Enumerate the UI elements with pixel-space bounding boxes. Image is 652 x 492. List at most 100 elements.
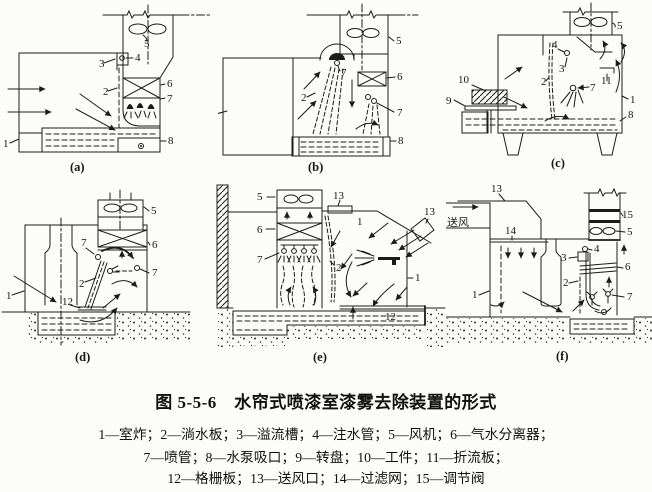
part-leaders xyxy=(218,36,397,142)
soil-stipple xyxy=(287,326,425,339)
legend-line-3: 12—格栅板；13—送风口；14—过滤网；15—调节阀 xyxy=(167,471,485,486)
legend-line-1: 1—室炸；2—淌水板；3—溢流槽；4—注水管；5—风机；6—气水分离器； xyxy=(98,427,554,442)
spray-nozzle xyxy=(560,84,584,108)
airflow-arrows xyxy=(503,40,628,122)
booth-body xyxy=(18,52,161,153)
exhaust-stack xyxy=(562,2,619,51)
spray-nozzles xyxy=(95,254,140,274)
exhaust-stack xyxy=(583,187,627,241)
filter-outflow-arrows xyxy=(500,245,538,314)
water-pit xyxy=(25,311,190,344)
floor-and-pit xyxy=(216,305,446,347)
airflow-arrows xyxy=(285,222,429,320)
part-label-3: 3 xyxy=(99,58,105,70)
panel-letter-b: (b) xyxy=(308,160,323,174)
booth-legs xyxy=(502,132,618,156)
water-chute xyxy=(77,260,108,311)
soil-stipple xyxy=(115,313,190,341)
part-label-1: 1 xyxy=(3,138,9,150)
part-label-2: 2 xyxy=(541,76,547,88)
booth-body xyxy=(24,219,148,313)
air-water-separator xyxy=(97,229,148,259)
diagram-panel-e: 1 1 2 5 6 7 12 13 13 (e) xyxy=(216,184,446,364)
airflow-arrows xyxy=(7,85,116,131)
spray-nozzles xyxy=(277,244,321,308)
part-label-7: 7 xyxy=(167,93,173,105)
fan-icon xyxy=(346,28,380,38)
turntable xyxy=(461,105,517,134)
part-label-5: 5 xyxy=(144,38,150,50)
part-label-1: 1 xyxy=(357,216,363,228)
diagram-panel-b: 1 2 5 6 7 7 8 (b) xyxy=(218,3,419,174)
fan-unit xyxy=(276,189,323,309)
part-label-7b: 7 xyxy=(397,107,403,119)
part-label-4: 4 xyxy=(135,52,141,64)
panel-letter-d: (d) xyxy=(75,350,90,364)
deflector xyxy=(576,36,613,53)
part-label-5: 5 xyxy=(396,35,402,47)
part-label-8: 8 xyxy=(168,135,174,147)
figure-caption: 图 5-5-6 水帘式喷漆室漆雾去除装置的形式 xyxy=(155,393,497,412)
booth-body xyxy=(222,57,294,156)
part-label-15: 15 xyxy=(622,209,634,221)
water-basin xyxy=(446,316,652,344)
soil-stipple xyxy=(446,318,568,344)
part-label-10: 10 xyxy=(458,74,470,86)
air-water-separator xyxy=(122,77,161,99)
overflow-trough xyxy=(116,52,129,71)
spray-nozzle xyxy=(365,94,377,104)
baffle-plate xyxy=(599,67,615,74)
water-curtain-board xyxy=(324,215,336,303)
part-label-6: 6 xyxy=(397,71,403,83)
soil-stipple xyxy=(427,309,445,347)
part-leaders xyxy=(453,22,629,122)
soil-stipple xyxy=(38,335,115,344)
part-leaders xyxy=(11,206,151,309)
part-label-7: 7 xyxy=(81,237,87,249)
part-label-12: 12 xyxy=(385,311,396,323)
part-label-6: 6 xyxy=(152,239,158,251)
part-label-5: 5 xyxy=(617,20,623,32)
roof-slope xyxy=(321,210,432,244)
soil-stipple xyxy=(634,318,652,344)
part-label-1: 1 xyxy=(472,289,478,301)
part-leaders xyxy=(264,196,429,279)
supply-air-label: 送风 xyxy=(447,215,469,229)
part-label-4: 4 xyxy=(594,243,600,255)
spray-gun xyxy=(354,249,400,267)
soil-stipple xyxy=(25,313,38,341)
soil-stipple xyxy=(217,309,233,347)
diagram-panel-f: 送风 xyxy=(446,183,652,363)
airflow-arrows xyxy=(297,71,379,130)
water-basin xyxy=(41,127,161,153)
part-label-5: 5 xyxy=(257,191,263,203)
part-leaders xyxy=(478,193,626,298)
air-supply-opening-right xyxy=(410,217,435,242)
part-label-3: 3 xyxy=(561,252,567,264)
water-curtain-unit xyxy=(577,241,628,316)
part-label-7: 7 xyxy=(590,82,596,94)
part-label-6: 6 xyxy=(167,78,173,90)
workpiece-bottle xyxy=(44,217,78,346)
diagram-panel-d: 1 2 5 6 7 7 12 (d) xyxy=(1,189,191,364)
airflow-arrows xyxy=(490,291,585,313)
fan-icon xyxy=(128,23,167,35)
part-label-14: 14 xyxy=(505,225,517,237)
exhaust-stack xyxy=(306,3,419,137)
part-label-12: 12 xyxy=(62,296,73,308)
part-label-1: 1 xyxy=(6,290,12,302)
part-label-2: 2 xyxy=(301,92,307,104)
soil-stipple xyxy=(233,335,287,346)
fan-unit xyxy=(97,189,144,231)
air-water-separator xyxy=(276,222,323,241)
spray-chamber xyxy=(292,57,322,138)
spray-dome xyxy=(319,43,355,66)
air-supply-opening xyxy=(327,205,353,214)
air-water-separator xyxy=(357,71,387,87)
part-label-2: 2 xyxy=(103,86,109,98)
panel-letter-e: (e) xyxy=(313,350,327,364)
legend-line-2: 7—喷管；8—水泵吸口；9—转盘；10—工件；11—折流板； xyxy=(143,450,509,465)
part-label-7: 7 xyxy=(627,291,633,303)
part-label-5: 5 xyxy=(151,205,157,217)
